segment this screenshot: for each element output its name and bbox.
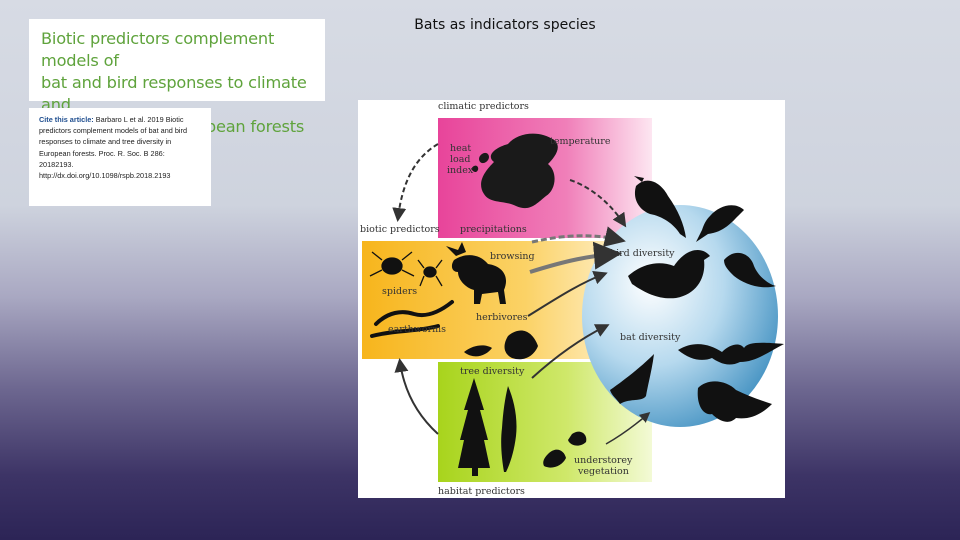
arrow-browsing-to-bird xyxy=(529,241,622,274)
bat-icon xyxy=(610,342,784,422)
spider-icon xyxy=(369,251,443,287)
label-herbivores: herbivores xyxy=(476,312,528,323)
arrow-tree-to-bat xyxy=(531,324,610,379)
plant-icon xyxy=(543,431,587,468)
arrow-climatic-to-biotic xyxy=(392,143,439,222)
label-load: load xyxy=(450,154,471,165)
citation-text: Barbaro L et al. 2019 Biotic xyxy=(95,115,184,124)
moose-icon xyxy=(446,242,507,304)
earthworm-icon xyxy=(370,300,454,338)
label-habitat-predictors: habitat predictors xyxy=(438,486,525,497)
label-understorey: understorey xyxy=(574,455,633,466)
arrow-habitat-to-biotic xyxy=(394,358,439,435)
citation-line: 20182193. xyxy=(39,159,74,169)
citation-doi[interactable]: http://dx.doi.org/10.1098/rspb.2018.2193 xyxy=(39,171,171,181)
label-browsing: browsing xyxy=(490,251,535,262)
diagram-graphics xyxy=(362,118,784,482)
arrow-herbivores-to-bat xyxy=(527,271,608,317)
citation-line: predictors complement models of bat and … xyxy=(39,126,188,136)
citation-line: responses to climate and tree diversity … xyxy=(39,137,172,147)
label-spiders: spiders xyxy=(382,286,418,297)
bird-icon xyxy=(628,176,776,299)
citation-box: Cite this article: Barbaro L et al. 2019… xyxy=(29,108,211,206)
label-index: index xyxy=(447,165,474,176)
label-heat: heat xyxy=(450,143,472,154)
label-vegetation: vegetation xyxy=(578,466,629,477)
moth-icon xyxy=(464,330,538,360)
tree-icon xyxy=(458,378,517,476)
label-precipitations: precipitations xyxy=(460,224,527,235)
citation-lead: Cite this article: xyxy=(39,115,94,124)
citation-line: Cite this article: Barbaro L et al. 2019… xyxy=(39,114,201,125)
label-bat-diversity: bat diversity xyxy=(620,332,681,343)
response-ellipse xyxy=(582,205,778,427)
predictor-diagram: climatic predictors temperature heat loa… xyxy=(358,100,785,498)
label-biotic-predictors: biotic predictors xyxy=(360,224,440,235)
citation-line: European forests. Proc. R. Soc. B 286: xyxy=(39,148,165,158)
label-tree-diversity: tree diversity xyxy=(460,366,525,377)
europe-map-icon xyxy=(471,133,558,209)
arrow-understorey-to-bat xyxy=(605,412,651,445)
slide-title: Bats as indicators species xyxy=(414,17,596,33)
label-temperature: temperature xyxy=(550,136,611,147)
label-climatic-predictors: climatic predictors xyxy=(438,101,529,112)
paper-title-box: Biotic predictors complement models of b… xyxy=(29,19,325,136)
label-earthworms: earthworms xyxy=(388,324,447,335)
label-bird-diversity: bird diversity xyxy=(610,248,675,259)
paper-title-line: Biotic predictors complement models of xyxy=(41,29,275,70)
arrow-precip-to-bird xyxy=(531,226,626,247)
